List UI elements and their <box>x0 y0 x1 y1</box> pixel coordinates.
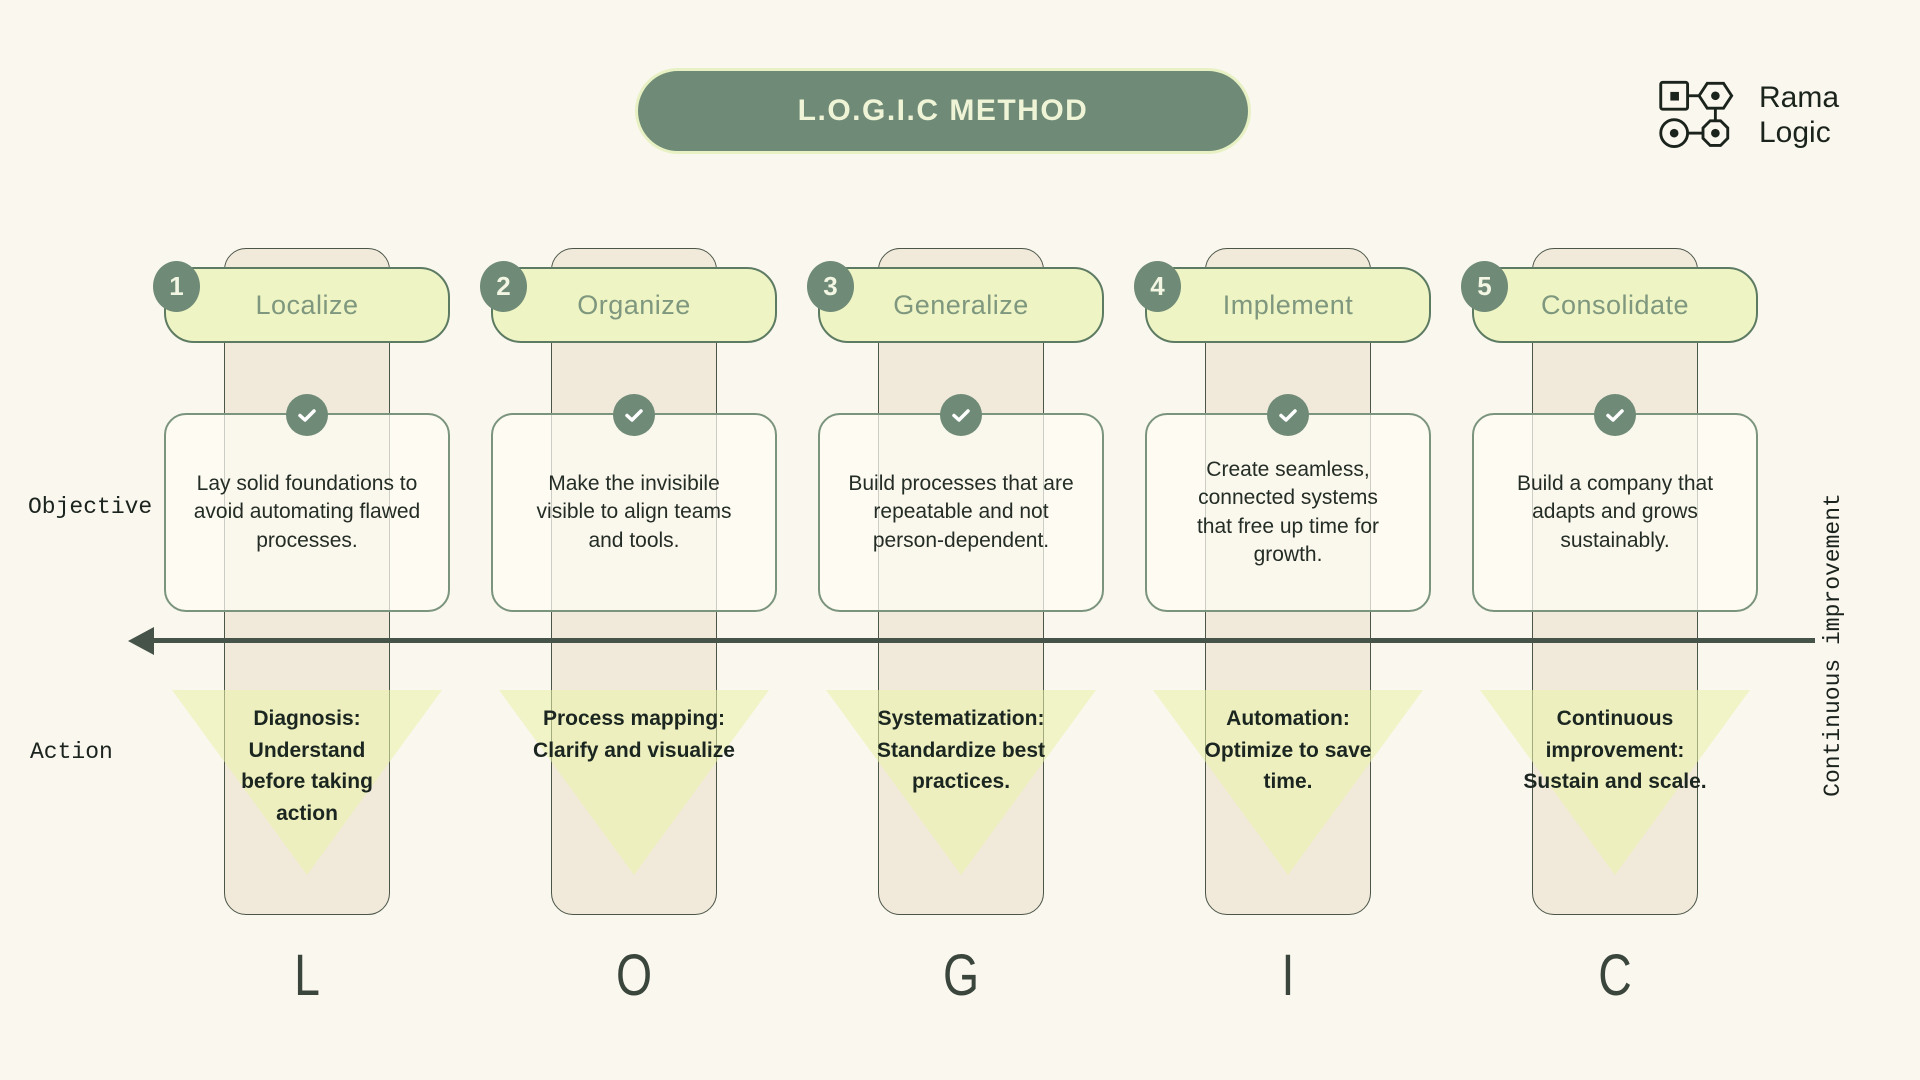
step-title: Localize <box>255 289 359 320</box>
continuous-improvement-arrow <box>152 638 1815 643</box>
column-localize: Localize 1 Lay solid foundations to avoi… <box>147 0 467 1080</box>
objective-card: Build processes that are repeatable and … <box>818 413 1104 612</box>
logo-icon <box>1655 74 1747 157</box>
objective-card: Make the invisibile visible to align tea… <box>491 413 777 612</box>
step-number-badge: 1 <box>153 261 200 312</box>
objective-text: Build processes that are repeatable and … <box>848 471 1074 552</box>
action-text: Automation: Optimize to save time. <box>1204 707 1372 793</box>
step-title-pill: Consolidate <box>1472 267 1758 343</box>
page-title: L.O.G.I.C METHOD <box>797 94 1089 127</box>
step-letter: C <box>1598 943 1632 1008</box>
step-number-badge: 2 <box>480 261 527 312</box>
column-organize: Organize 2 Make the invisibile visible t… <box>474 0 794 1080</box>
step-number-badge: 4 <box>1134 261 1181 312</box>
rama-logic-logo: Rama Logic <box>1655 74 1839 157</box>
step-title-pill: Organize <box>491 267 777 343</box>
action-row-label: Action <box>30 739 113 765</box>
step-letter: I <box>1281 943 1295 1008</box>
title-banner: L.O.G.I.C METHOD <box>635 68 1251 154</box>
step-title: Organize <box>577 289 691 320</box>
action-text: Systematization: Standardize best practi… <box>876 707 1046 793</box>
objective-card: Build a company that adapts and grows su… <box>1472 413 1758 612</box>
logo-line1: Rama <box>1759 81 1840 115</box>
objective-row-label: Objective <box>28 494 153 520</box>
step-title: Implement <box>1222 289 1354 320</box>
logo-line2: Logic <box>1759 115 1831 149</box>
step-title-pill: Localize <box>164 267 450 343</box>
step-number: 4 <box>1150 271 1165 301</box>
step-number: 1 <box>169 271 184 301</box>
step-letter: L <box>294 943 320 1008</box>
action-text: Diagnosis: Understand before taking acti… <box>241 707 373 825</box>
step-letter: O <box>615 943 653 1008</box>
continuous-improvement-label: Continuous improvement <box>1820 493 1846 797</box>
check-icon <box>1267 394 1309 436</box>
arrow-left-icon <box>128 627 154 655</box>
check-icon <box>286 394 328 436</box>
objective-card: Lay solid foundations to avoid automatin… <box>164 413 450 612</box>
step-number-badge: 3 <box>807 261 854 312</box>
step-title-pill: Generalize <box>818 267 1104 343</box>
column-generalize: Generalize 3 Build processes that are re… <box>801 0 1121 1080</box>
objective-text: Build a company that adapts and grows su… <box>1516 471 1714 552</box>
step-number: 5 <box>1477 271 1492 301</box>
step-number: 2 <box>496 271 511 301</box>
column-consolidate: Consolidate 5 Build a company that adapt… <box>1455 0 1775 1080</box>
action-text: Process mapping: Clarify and visualize <box>533 707 735 762</box>
step-letter: G <box>942 943 980 1008</box>
objective-card: Create seamless, connected systems that … <box>1145 413 1431 612</box>
column-implement: Implement 4 Create seamless, connected s… <box>1128 0 1448 1080</box>
check-icon <box>1594 394 1636 436</box>
action-text: Continuous improvement: Sustain and scal… <box>1523 707 1707 793</box>
step-title: Generalize <box>893 289 1029 320</box>
step-number-badge: 5 <box>1461 261 1508 312</box>
step-title-pill: Implement <box>1145 267 1431 343</box>
check-icon <box>940 394 982 436</box>
logo-text: Rama Logic <box>1759 81 1839 149</box>
objective-text: Lay solid foundations to avoid automatin… <box>193 471 421 552</box>
objective-text: Create seamless, connected systems that … <box>1196 457 1380 566</box>
step-number: 3 <box>823 271 838 301</box>
objective-text: Make the invisibile visible to align tea… <box>536 471 732 552</box>
check-icon <box>613 394 655 436</box>
step-title: Consolidate <box>1540 289 1690 320</box>
